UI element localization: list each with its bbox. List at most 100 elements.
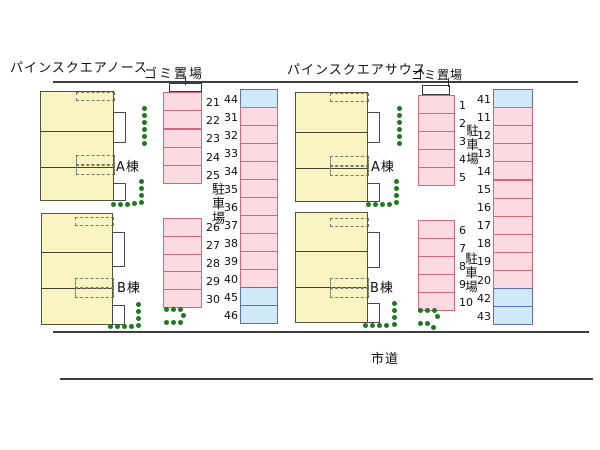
stall-number-36: 36 bbox=[224, 201, 238, 214]
stall-number-7: 7 bbox=[459, 242, 466, 255]
road-upper-edge bbox=[53, 331, 589, 333]
entrance-porch bbox=[112, 232, 125, 267]
greenery-dot bbox=[115, 324, 120, 329]
parking-stall-29 bbox=[163, 271, 202, 290]
stall-number-39: 39 bbox=[224, 255, 238, 268]
stall-number-2: 2 bbox=[459, 117, 466, 130]
stall-number-34: 34 bbox=[224, 165, 238, 178]
parking-stall-41 bbox=[493, 89, 533, 108]
greenery-dot bbox=[181, 313, 186, 318]
greenery-dot bbox=[122, 324, 127, 329]
greenery-dot bbox=[394, 186, 399, 191]
parking-stall-32 bbox=[240, 125, 278, 144]
parking-stall-23 bbox=[163, 129, 202, 148]
greenery-dot bbox=[139, 193, 144, 198]
parking-stall-5 bbox=[418, 167, 455, 186]
stall-number-17: 17 bbox=[477, 219, 491, 232]
greenery-dot bbox=[136, 316, 141, 321]
greenery-dot bbox=[142, 127, 147, 132]
stall-number-25: 25 bbox=[206, 169, 220, 182]
parking-stall-35 bbox=[240, 179, 278, 198]
parking-stall-3 bbox=[418, 131, 455, 150]
stall-number-24: 24 bbox=[206, 151, 220, 164]
parking-stall-19 bbox=[493, 252, 533, 271]
parking-stall-31 bbox=[240, 107, 278, 126]
stall-number-32: 32 bbox=[224, 129, 238, 142]
parking-stall-4 bbox=[418, 149, 455, 168]
greenery-dot bbox=[397, 141, 402, 146]
entrance-porch bbox=[113, 112, 126, 143]
parking-stall-46 bbox=[240, 305, 278, 324]
stall-number-37: 37 bbox=[224, 219, 238, 232]
building-label-south-a: A棟 bbox=[371, 160, 395, 175]
stall-number-30: 30 bbox=[206, 293, 220, 306]
parking-stall-6 bbox=[418, 220, 455, 239]
stall-number-12: 12 bbox=[477, 129, 491, 142]
building-north-a bbox=[40, 91, 115, 201]
complex-title-south: パインスクエアサウス bbox=[287, 63, 427, 78]
entrance-porch bbox=[112, 305, 125, 325]
stall-number-23: 23 bbox=[206, 132, 220, 145]
greenery-dot bbox=[418, 308, 423, 313]
stairwell-dashed-outline bbox=[330, 278, 369, 288]
greenery-dot bbox=[380, 202, 385, 207]
stall-number-44: 44 bbox=[224, 93, 238, 106]
greenery-dot bbox=[363, 323, 368, 328]
entrance-porch bbox=[367, 232, 380, 268]
stall-number-15: 15 bbox=[477, 183, 491, 196]
building-south-a bbox=[295, 92, 369, 202]
parking-stall-7 bbox=[418, 238, 455, 257]
greenery-dot bbox=[373, 202, 378, 207]
stall-number-8: 8 bbox=[459, 260, 466, 273]
stall-number-41: 41 bbox=[477, 93, 491, 106]
greenery-dot bbox=[397, 127, 402, 132]
parking-stall-37 bbox=[240, 215, 278, 234]
building-label-north-a: A棟 bbox=[116, 160, 140, 175]
stall-number-46: 46 bbox=[224, 309, 238, 322]
building-label-north-b: B棟 bbox=[117, 281, 141, 296]
entrance-porch bbox=[367, 303, 380, 323]
greenery-dot bbox=[108, 324, 113, 329]
parking-stall-44 bbox=[240, 89, 278, 108]
parking-stall-15 bbox=[493, 180, 533, 199]
parking-stall-38 bbox=[240, 233, 278, 252]
parking-stall-30 bbox=[163, 289, 202, 308]
greenery-dot bbox=[394, 179, 399, 184]
greenery-dot bbox=[142, 113, 147, 118]
greenery-dot bbox=[366, 202, 371, 207]
greenery-dot bbox=[432, 308, 437, 313]
parking-stall-9 bbox=[418, 274, 455, 293]
stairwell-dashed-outline bbox=[330, 156, 369, 166]
building-label-south-b: B棟 bbox=[370, 281, 394, 296]
garbage-area-label-south: ゴミ置場 bbox=[411, 68, 464, 82]
greenery-dot bbox=[139, 179, 144, 184]
stall-number-14: 14 bbox=[477, 165, 491, 178]
stall-number-28: 28 bbox=[206, 257, 220, 270]
stall-number-5: 5 bbox=[459, 171, 466, 184]
greenery-dot bbox=[431, 325, 436, 330]
stall-number-9: 9 bbox=[459, 278, 466, 291]
parking-stall-25 bbox=[163, 165, 202, 184]
stall-number-43: 43 bbox=[477, 310, 491, 323]
stall-number-3: 3 bbox=[459, 135, 466, 148]
greenery-dot bbox=[178, 320, 183, 325]
entrance-porch bbox=[113, 183, 126, 201]
parking-lot-label-south-lower: 駐車場 bbox=[463, 252, 478, 294]
parking-stall-27 bbox=[163, 236, 202, 255]
greenery-dot bbox=[178, 307, 183, 312]
stairwell-dashed-outline bbox=[330, 218, 369, 227]
stairwell-dashed-outline bbox=[76, 155, 115, 165]
greenery-dot bbox=[392, 301, 397, 306]
parking-stall-26 bbox=[163, 218, 202, 237]
greenery-dot bbox=[387, 202, 392, 207]
stall-number-16: 16 bbox=[477, 201, 491, 214]
greenery-dot bbox=[425, 321, 430, 326]
stall-number-6: 6 bbox=[459, 224, 466, 237]
greenery-dot bbox=[392, 322, 397, 327]
stall-number-10: 10 bbox=[459, 296, 473, 309]
stairwell-dashed-outline bbox=[75, 288, 114, 298]
greenery-dot bbox=[392, 308, 397, 313]
road-lower-edge bbox=[60, 378, 593, 380]
greenery-dot bbox=[171, 307, 176, 312]
greenery-dot bbox=[377, 323, 382, 328]
